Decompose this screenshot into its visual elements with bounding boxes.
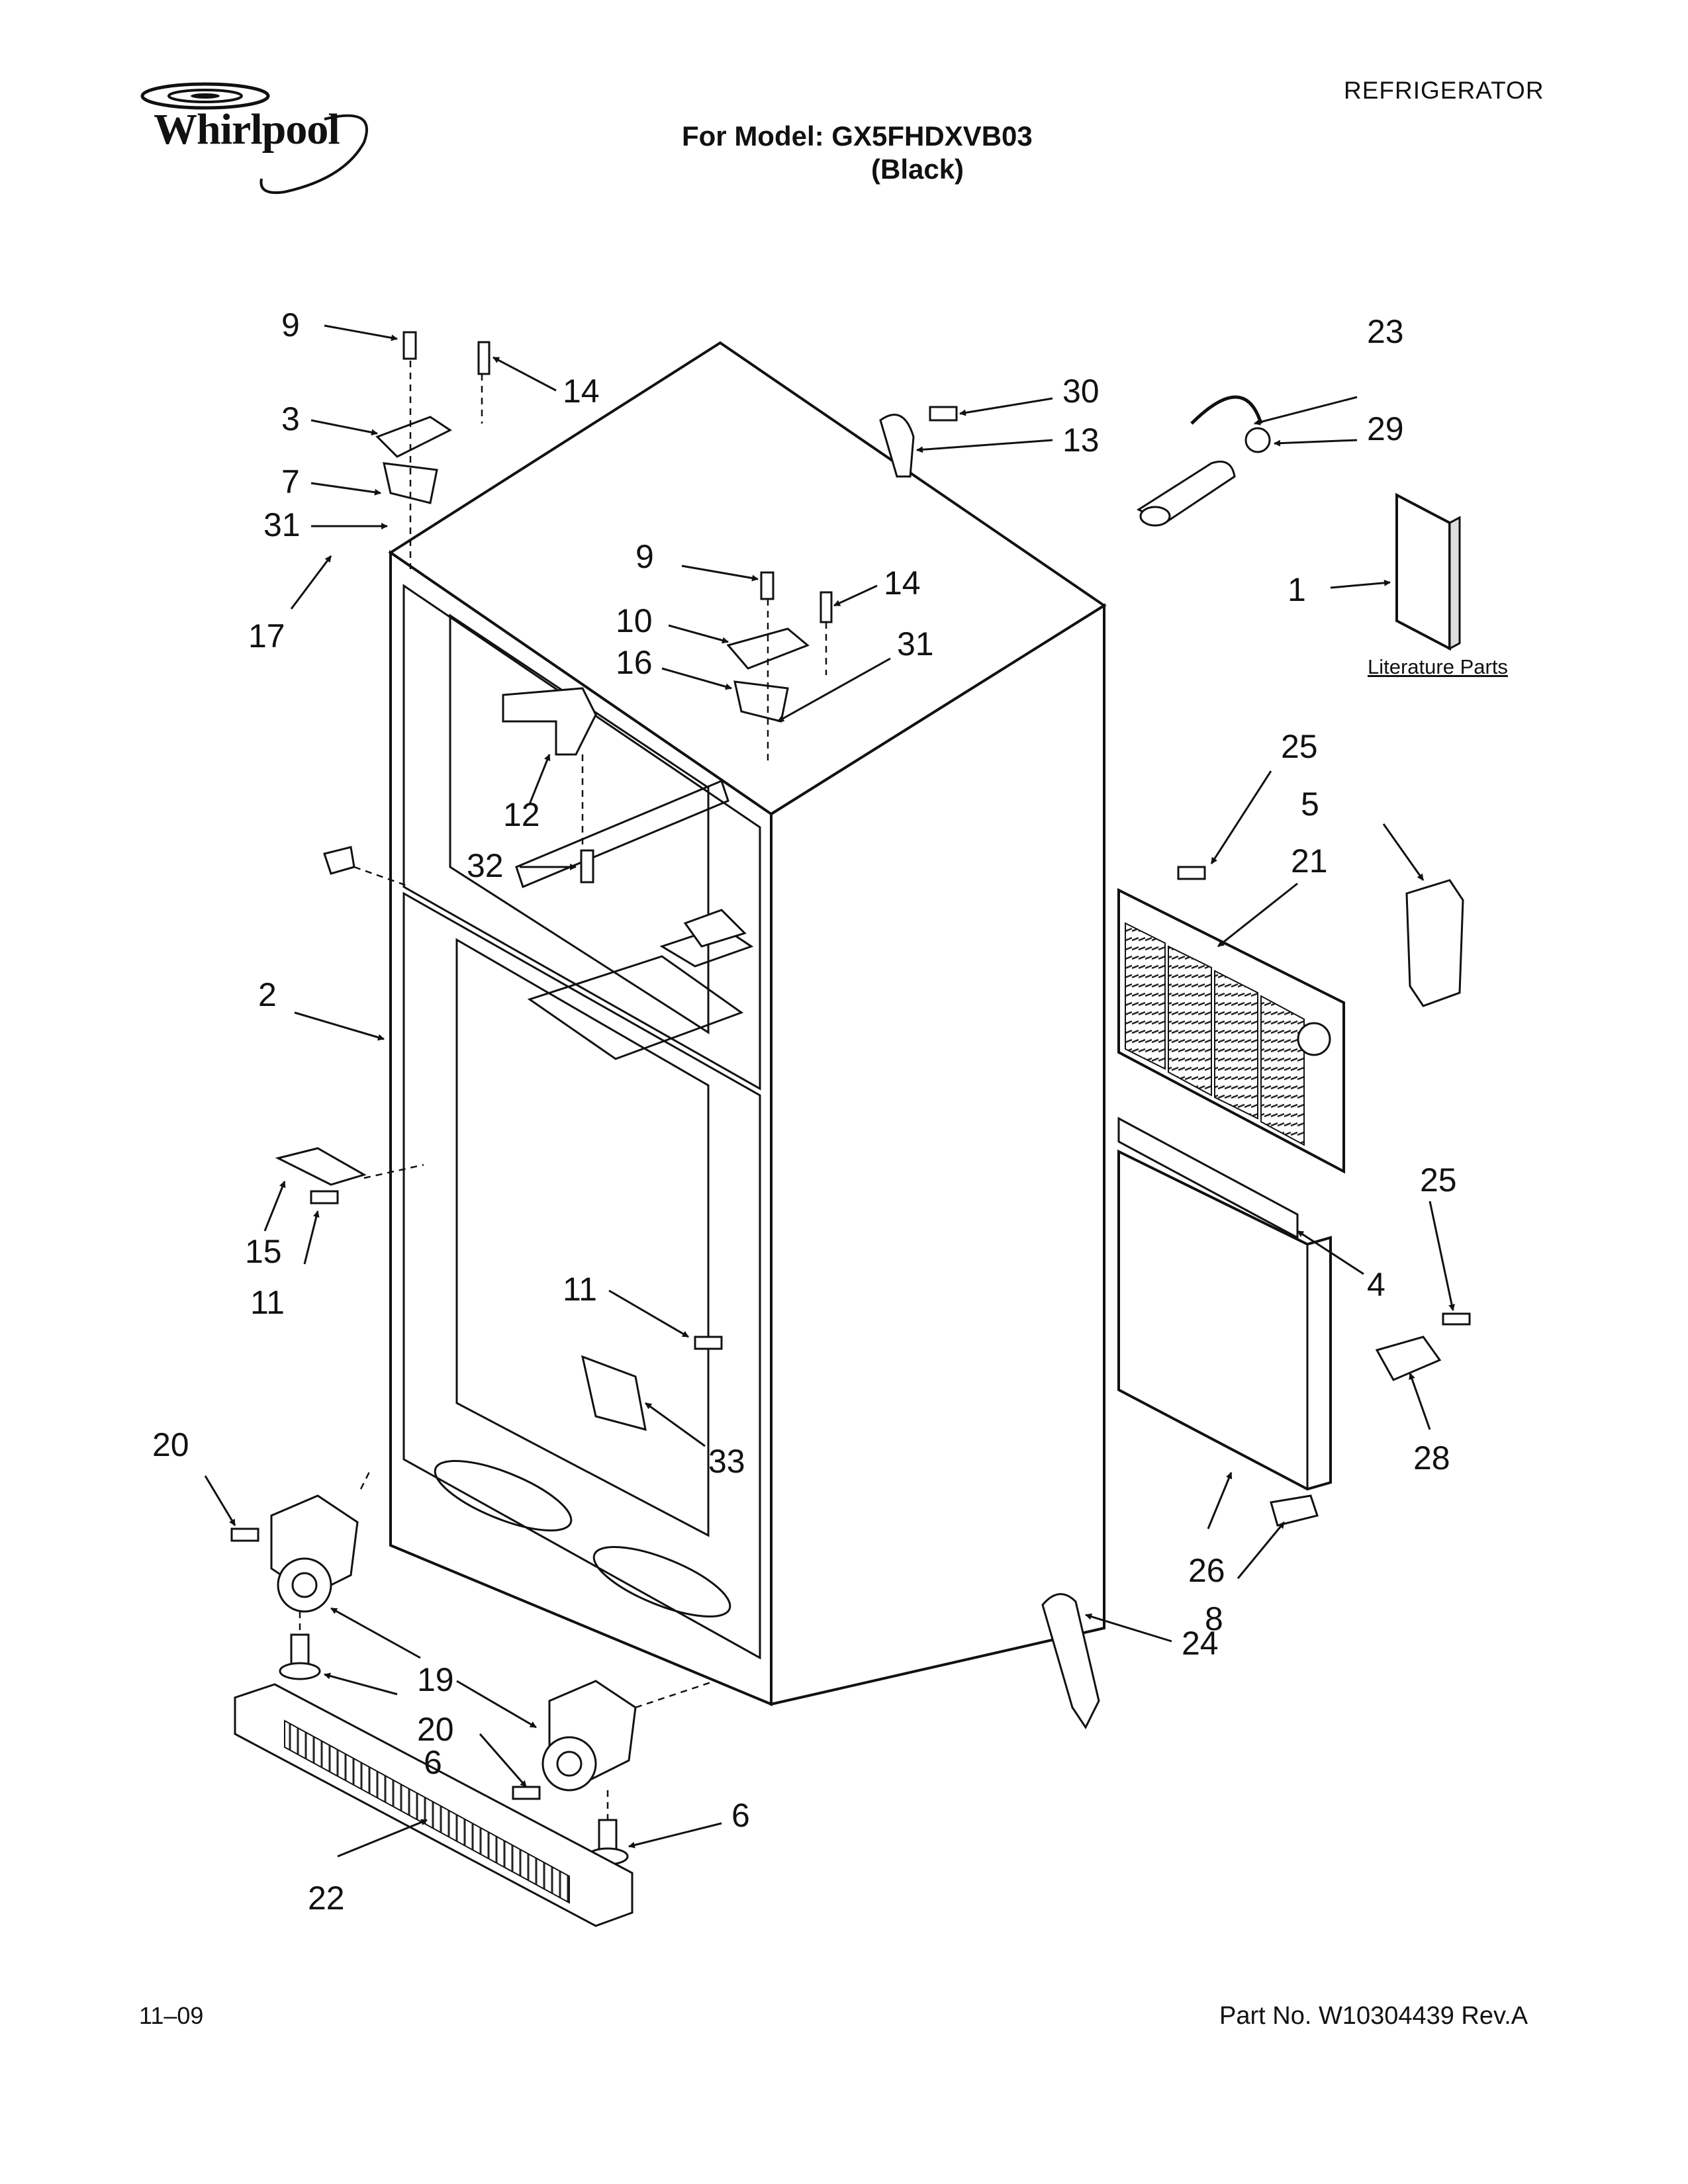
- callout-20: 20: [417, 1711, 454, 1748]
- callout-11: 11: [563, 1271, 597, 1308]
- callout-14: 14: [563, 373, 600, 410]
- callout-7: 7: [281, 463, 300, 500]
- clip-8: [1270, 1494, 1319, 1527]
- callout-30: 30: [1062, 373, 1100, 410]
- callout-19: 19: [417, 1661, 454, 1698]
- grommet-29: [1244, 427, 1271, 453]
- screw-20-left: [230, 1527, 259, 1542]
- callout-3: 3: [281, 400, 300, 437]
- callout-5: 5: [1301, 786, 1319, 823]
- leader-arrows: [204, 324, 1456, 1858]
- bracket-33: [581, 1355, 647, 1432]
- callout-11: 11: [250, 1284, 285, 1321]
- screw-32: [580, 849, 594, 884]
- screw-9-center: [760, 571, 774, 600]
- vent-cover: [683, 909, 747, 948]
- screw-25-top: [1177, 866, 1206, 880]
- callout-6: 6: [424, 1744, 442, 1781]
- screw-20-right: [512, 1786, 541, 1800]
- hinge-15: [275, 1147, 367, 1186]
- tube-loop: [1190, 395, 1263, 425]
- model-number: For Model: GX5FHDXVB03: [682, 120, 1033, 152]
- clip-17: [323, 846, 355, 875]
- part-number: Part No. W10304439 Rev.A: [1219, 2002, 1528, 2030]
- callout-6: 6: [731, 1797, 750, 1834]
- callout-25: 25: [1420, 1161, 1457, 1199]
- revision-date: 11–09: [139, 2002, 204, 2029]
- callout-29: 29: [1367, 410, 1404, 447]
- callout-17: 17: [248, 617, 285, 655]
- leveler-6-right: [598, 1819, 618, 1851]
- lower-hardware: [230, 1494, 637, 1927]
- callout-15: 15: [245, 1233, 282, 1270]
- callout-22: 22: [308, 1880, 345, 1917]
- callout-28: 28: [1413, 1439, 1450, 1477]
- callout-31: 31: [897, 625, 934, 662]
- whirlpool-logo: [140, 82, 368, 194]
- callout-1: 1: [1288, 571, 1306, 608]
- callout-21: 21: [1291, 842, 1328, 880]
- callout-16: 16: [616, 644, 653, 681]
- callout-25: 25: [1281, 728, 1318, 765]
- rear-grille-21: [1117, 887, 1345, 1174]
- screw-11-center: [694, 1336, 723, 1350]
- panel-26: [1117, 1149, 1332, 1491]
- screw-9-top-left: [402, 331, 417, 360]
- gasket-4: [1117, 1116, 1299, 1240]
- screw-14-top-left: [477, 341, 491, 375]
- cover-5: [1405, 879, 1464, 1007]
- screw-14-center: [820, 591, 833, 623]
- callout-13: 13: [1062, 422, 1100, 459]
- part-12-housing: [502, 687, 597, 756]
- callout-33: 33: [708, 1443, 745, 1480]
- callout-10: 10: [616, 602, 653, 639]
- callout-24: 24: [1182, 1625, 1219, 1662]
- callout-14: 14: [884, 565, 921, 602]
- callout-32: 32: [467, 847, 504, 884]
- hardware: [275, 331, 1471, 1527]
- screw-11-left: [310, 1190, 339, 1205]
- literature-parts-booklet: [1395, 492, 1451, 651]
- callout-8: 8: [1205, 1600, 1223, 1637]
- screw-30: [929, 406, 958, 422]
- appliance-category: REFRIGERATOR: [1344, 77, 1544, 104]
- part-13-bracket: [879, 414, 915, 478]
- callout-9: 9: [635, 538, 654, 575]
- callout-20: 20: [152, 1426, 189, 1463]
- callouts: 9 14 3 7 31 17 9 10 14 16 31 30 13 23 29…: [152, 306, 1457, 1917]
- callout-31: 31: [263, 506, 301, 543]
- wrench-24: [1041, 1593, 1100, 1729]
- brand-name: Whirlpool: [154, 105, 340, 154]
- alignment-lines: [299, 361, 827, 1820]
- clamp-28: [1375, 1336, 1442, 1381]
- callout-12: 12: [503, 796, 540, 833]
- callout-26: 26: [1188, 1552, 1225, 1589]
- callout-2: 2: [258, 976, 277, 1013]
- screw-25-right: [1442, 1312, 1471, 1326]
- literature-parts-label: Literature Parts: [1368, 655, 1508, 678]
- tube-end: [1139, 506, 1171, 527]
- cabinet: [388, 341, 1107, 1707]
- leveler-6-left: [290, 1633, 310, 1666]
- callout-4: 4: [1367, 1266, 1385, 1303]
- callout-9: 9: [281, 306, 300, 343]
- top-hinge-left: [375, 416, 452, 458]
- callout-23: 23: [1367, 313, 1404, 350]
- model-color: (Black): [871, 154, 964, 185]
